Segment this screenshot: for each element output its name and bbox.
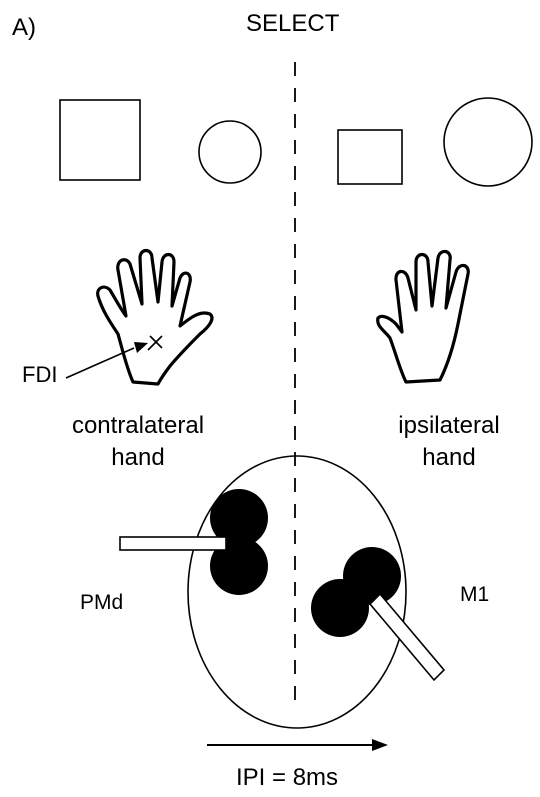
fdi-arrow [66,342,148,378]
m1-label: M1 [460,584,489,605]
ipsilateral-hand-label: ipsilateral hand [384,410,514,474]
contralateral-line2: hand [58,442,218,474]
right-small-square [338,130,402,184]
ipi-arrow [207,739,388,751]
ipi-label: IPI = 8ms [236,766,338,790]
pmd-label: PMd [80,592,123,613]
left-small-circle [199,121,261,183]
fdi-marker [148,336,162,354]
right-large-circle [444,98,532,186]
right-hand-icon [378,251,469,382]
ipsilateral-line1: ipsilateral [384,410,514,442]
m1-coil-icon [311,547,444,680]
left-large-square [60,100,140,180]
pmd-coil-icon [120,489,268,595]
contralateral-hand-label: contralateral hand [58,410,218,474]
left-hand-icon [98,251,212,385]
fdi-label: FDI [22,364,57,386]
ipsilateral-line2: hand [384,442,514,474]
contralateral-line1: contralateral [58,410,218,442]
